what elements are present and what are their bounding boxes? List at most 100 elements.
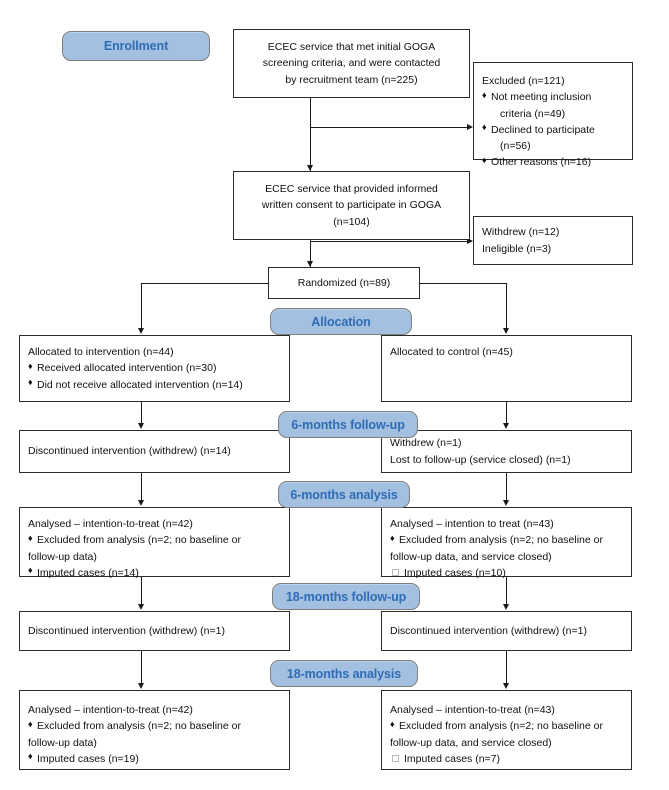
box-analysis18-intervention-excluded: ♦ Excluded from analysis (n=2; no baseli…: [28, 718, 281, 734]
box-analysis6-control-excluded-line1: Excluded from analysis (n=2; no baseline…: [399, 534, 603, 547]
box-analysis18-control-heading: Analysed – intention-to-treat (n=43): [390, 704, 555, 716]
diamond-bullet-icon: ♦: [482, 122, 487, 133]
box-analysis18-control-excluded-line1: Excluded from analysis (n=2; no baseline…: [399, 720, 603, 733]
badge-analysis-6-label: 6-months analysis: [290, 487, 398, 502]
box-allocated-intervention-item-1: ♦ Received allocated intervention (n=30): [28, 360, 281, 376]
badge-followup-18: 18-months follow-up: [272, 583, 420, 610]
connector-consented-to-loss: [310, 241, 467, 242]
box-followup18-intervention: Discontinued intervention (withdrew) (n=…: [19, 611, 290, 651]
badge-enrollment: Enrollment: [62, 31, 210, 61]
box-pre-random-loss-line1: Withdrew (n=12): [482, 226, 560, 239]
diamond-bullet-icon: ♦: [28, 360, 33, 371]
badge-enrollment-label: Enrollment: [103, 39, 169, 53]
box-analysis6-intervention-excluded-line2: follow-up data): [28, 550, 97, 563]
box-analysis18-control-excluded-line2: follow-up data, and service closed): [390, 736, 552, 749]
box-excluded-item-1-line2: criteria (n=49): [500, 107, 566, 120]
box-randomized-label: Randomized (n=89): [297, 276, 391, 289]
connector-left-arm-down: [141, 283, 142, 329]
box-analysis18-control: Analysed – intention-to-treat (n=43) ♦ E…: [381, 690, 632, 770]
connector-fu18-ctrl-down: [506, 651, 507, 684]
box-allocated-control-heading: Allocated to control (n=45): [390, 346, 513, 358]
box-analysis6-control: Analysed – intention to treat (n=43) ♦ E…: [381, 507, 632, 579]
diamond-bullet-icon: ♦: [28, 377, 33, 388]
box-excluded-heading: Excluded (n=121): [482, 75, 565, 87]
diamond-bullet-icon: ♦: [482, 89, 487, 100]
box-allocated-intervention-heading: Allocated to intervention (n=44): [28, 346, 174, 358]
box-analysis6-control-excluded-line2: follow-up data, and service closed): [390, 550, 552, 563]
box-consented-line1: ECEC service that provided informed: [265, 183, 438, 196]
box-randomized: Randomized (n=89): [268, 267, 420, 299]
connector-consented-down: [310, 240, 311, 267]
box-screened: ECEC service that met initial GOGA scree…: [233, 29, 470, 98]
box-consented-line2: written consent to participate in GOGA: [261, 199, 442, 212]
box-analysis18-intervention-imputed: ♦ Imputed cases (n=19): [28, 751, 281, 767]
box-allocated-intervention: Allocated to intervention (n=44) ♦ Recei…: [19, 335, 290, 402]
badge-followup-18-label: 18-months follow-up: [285, 589, 407, 604]
connector-fu6-ctrl-down: [506, 473, 507, 501]
diamond-bullet-icon: ♦: [390, 718, 395, 729]
connector-fu18-int-down: [141, 651, 142, 684]
box-screened-line3: by recruitment team (n=225): [285, 73, 418, 86]
box-excluded-item-2: ♦ Declined to participate (n=56): [482, 122, 624, 155]
box-followup6-intervention-line1: Discontinued intervention (withdrew) (n=…: [28, 445, 231, 458]
diamond-bullet-icon: ♦: [28, 718, 33, 729]
box-consented: ECEC service that provided informed writ…: [233, 171, 470, 240]
box-consented-line3: (n=104): [333, 215, 370, 228]
arrowhead-analysis6-control: [503, 500, 509, 506]
connector-alloc-ctrl-down: [506, 402, 507, 424]
badge-followup-6-label: 6-months follow-up: [291, 417, 405, 432]
box-analysis6-control-imputed-text: Imputed cases (n=10): [404, 566, 506, 579]
arrowhead-analysis18-intervention: [138, 683, 144, 689]
connector-screened-down: [310, 98, 311, 171]
box-screened-line2: screening criteria, and were contacted: [262, 57, 441, 70]
connector-alloc-int-down: [141, 402, 142, 424]
box-analysis18-intervention-excluded-line1: Excluded from analysis (n=2; no baseline…: [37, 720, 241, 733]
badge-allocation: Allocation: [270, 308, 412, 335]
arrowhead-followup6-control: [503, 423, 509, 429]
arrowhead-to-pre-random-loss: [467, 238, 473, 244]
square-bullet-icon: [392, 568, 399, 576]
badge-analysis-6: 6-months analysis: [278, 481, 410, 508]
connector-an6-int-down: [141, 577, 142, 605]
arrowhead-right-allocation: [503, 328, 509, 334]
diamond-bullet-icon: ♦: [28, 565, 33, 576]
box-screened-line1: ECEC service that met initial GOGA: [267, 41, 436, 54]
box-followup6-intervention: Discontinued intervention (withdrew) (n=…: [19, 430, 290, 473]
badge-allocation-label: Allocation: [311, 314, 371, 329]
box-analysis6-control-heading: Analysed – intention to treat (n=43): [390, 518, 554, 530]
box-analysis6-intervention-imputed-text: Imputed cases (n=14): [37, 566, 139, 579]
connector-an6-ctrl-down: [506, 577, 507, 605]
arrowhead-to-randomized: [307, 261, 313, 267]
connector-random-split-right: [419, 283, 507, 284]
connector-screened-to-excluded: [310, 127, 467, 128]
box-excluded: Excluded (n=121) ♦ Not meeting inclusion…: [473, 62, 633, 168]
box-analysis6-intervention-excluded: ♦ Excluded from analysis (n=2; no baseli…: [28, 532, 281, 548]
box-analysis18-control-imputed-text: Imputed cases (n=7): [404, 752, 501, 765]
box-analysis6-control-imputed: Imputed cases (n=10): [390, 565, 623, 581]
arrowhead-analysis18-control: [503, 683, 509, 689]
diamond-bullet-icon: ♦: [28, 532, 33, 543]
box-followup18-control: Discontinued intervention (withdrew) (n=…: [381, 611, 632, 651]
diamond-bullet-icon: ♦: [482, 154, 487, 165]
box-followup6-control: Withdrew (n=1) Lost to follow-up (servic…: [381, 430, 632, 473]
box-excluded-item-2-line2: (n=56): [500, 140, 531, 153]
connector-right-arm-down: [506, 283, 507, 329]
box-followup6-control-line1: Withdrew (n=1): [390, 437, 462, 450]
arrowhead-left-allocation: [138, 328, 144, 334]
box-analysis18-intervention-imputed-text: Imputed cases (n=19): [37, 752, 139, 765]
arrowhead-to-excluded: [467, 124, 473, 130]
arrowhead-analysis6-intervention: [138, 500, 144, 506]
box-allocated-control: Allocated to control (n=45): [381, 335, 632, 402]
box-followup6-control-line2: Lost to follow-up (service closed) (n=1): [390, 453, 571, 466]
box-analysis18-control-excluded: ♦ Excluded from analysis (n=2; no baseli…: [390, 718, 623, 734]
badge-analysis-18: 18-months analysis: [270, 660, 418, 687]
connector-random-split-left: [141, 283, 269, 284]
box-allocated-intervention-item-2: ♦ Did not receive allocated intervention…: [28, 377, 281, 393]
box-excluded-item-3-line1: Other reasons (n=16): [491, 156, 592, 169]
box-excluded-item-1: ♦ Not meeting inclusion criteria (n=49): [482, 89, 624, 122]
box-excluded-item-2-line1: Declined to participate: [491, 123, 595, 136]
badge-analysis-18-label: 18-months analysis: [286, 666, 402, 681]
box-analysis18-intervention-heading: Analysed – intention-to-treat (n=42): [28, 704, 193, 716]
box-followup18-intervention-line1: Discontinued intervention (withdrew) (n=…: [28, 624, 225, 637]
